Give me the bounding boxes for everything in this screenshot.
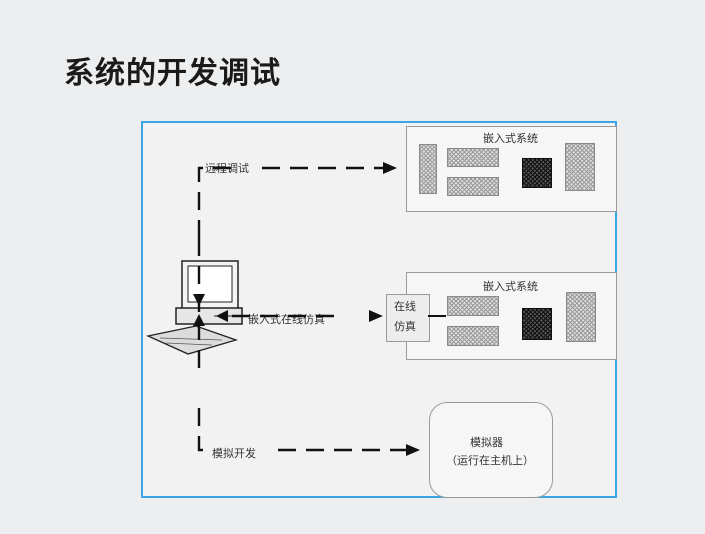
online-emulator-line1: 在线 [394,300,416,313]
embedded-system-mid-title: 嵌入式系统 [483,280,538,293]
component-block [447,296,499,316]
simulator-title: 模拟器 [470,436,503,449]
component-block [419,144,437,194]
sim-dev-label: 模拟开发 [212,447,256,460]
embedded-system-top-title: 嵌入式系统 [483,132,538,145]
slide-title: 系统的开发调试 [64,56,281,91]
component-block [447,148,499,167]
online-emulator-line2: 仿真 [394,320,416,333]
online-emulator-box [386,294,430,342]
component-block [447,177,499,196]
host-computer-icon [145,260,243,355]
simulator-subtitle: （运行在主机上） [446,454,534,467]
component-block [565,143,595,191]
processor-block [522,158,552,188]
simulator-box [429,402,553,498]
processor-block [522,308,552,340]
component-block [566,292,596,342]
component-block [447,326,499,346]
